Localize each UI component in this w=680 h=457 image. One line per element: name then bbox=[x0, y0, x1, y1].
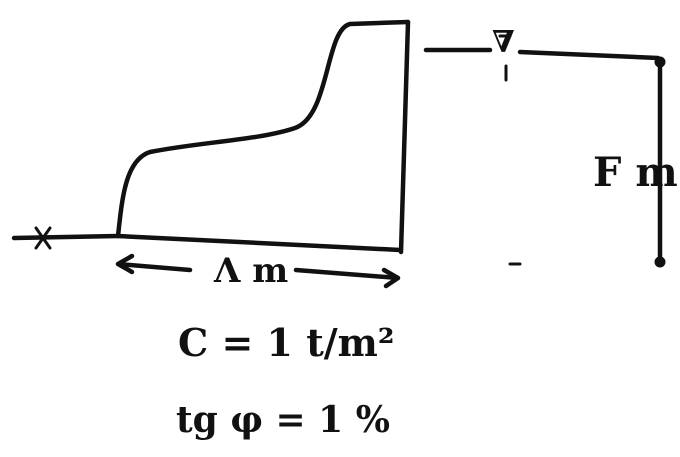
water-level-symbol: ∇ bbox=[492, 25, 515, 60]
ground-line-left bbox=[11, 233, 121, 241]
height-dim-top-dot bbox=[654, 56, 666, 68]
base-line bbox=[115, 233, 403, 253]
left-point-mark bbox=[34, 226, 52, 250]
width-label: Λ m bbox=[213, 251, 288, 291]
vertical-face bbox=[398, 19, 411, 255]
width-dimension-right-arrow bbox=[293, 267, 401, 289]
slope-profile bbox=[115, 19, 411, 239]
height-dim-bottom-dot bbox=[654, 256, 666, 268]
height-label: F m bbox=[593, 149, 678, 196]
water-level-ticks bbox=[498, 34, 512, 82]
friction-label: tg φ = 1 % bbox=[176, 399, 390, 441]
width-dimension-left-arrow bbox=[115, 253, 193, 275]
water-level-line bbox=[423, 47, 661, 61]
cohesion-label: C = 1 t/m² bbox=[178, 320, 395, 365]
